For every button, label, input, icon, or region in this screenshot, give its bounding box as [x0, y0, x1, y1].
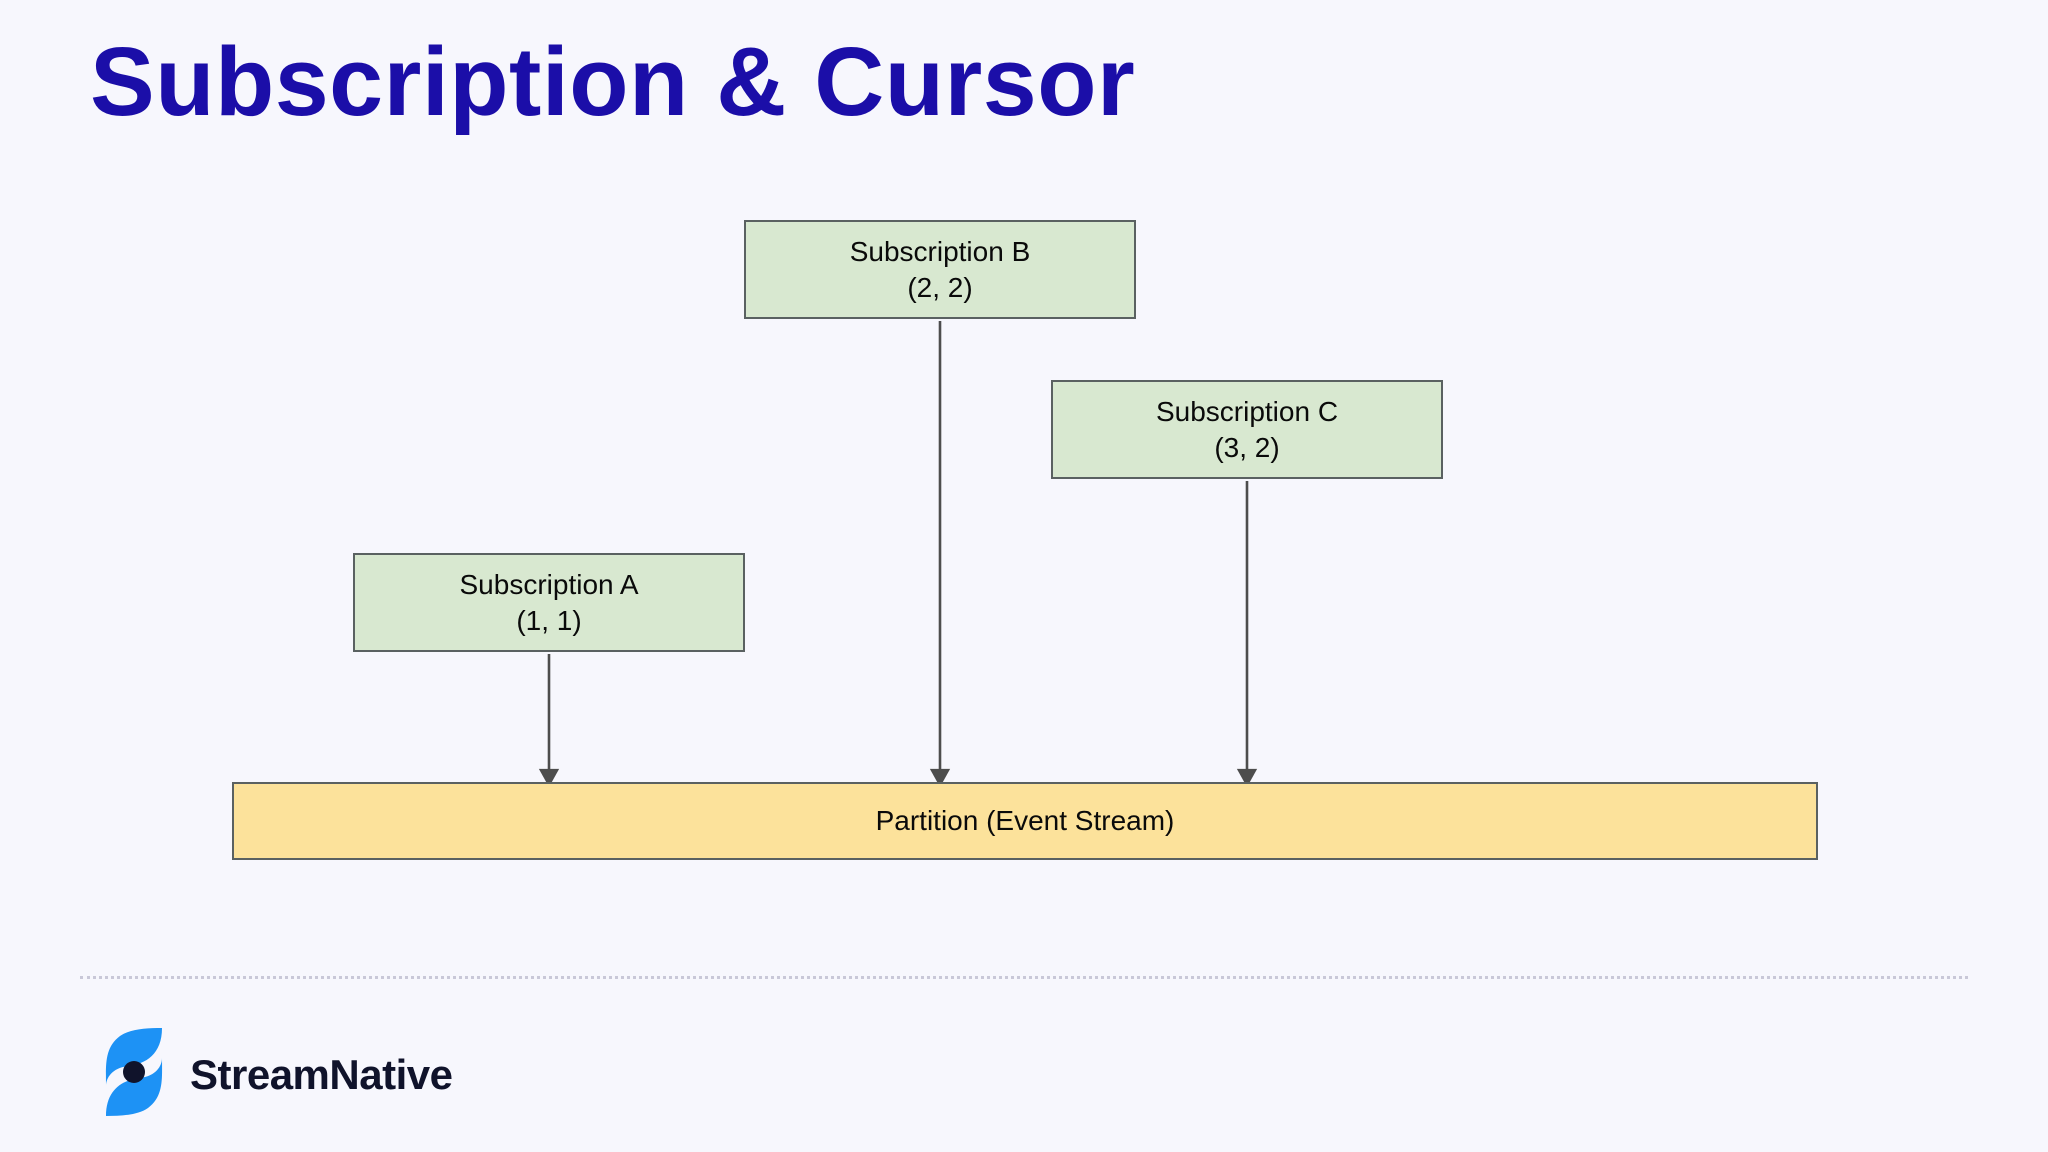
node-subscription-a-title: Subscription A [459, 568, 639, 600]
page-title: Subscription & Cursor [90, 27, 1136, 136]
node-subscription-c-title: Subscription C [1155, 395, 1339, 427]
node-subscription-a[interactable]: Subscription A (1, 1) [353, 553, 745, 652]
brand-name: StreamNative [190, 1050, 453, 1098]
node-partition-event-stream[interactable]: Partition (Event Stream) [232, 782, 1818, 860]
streamnative-logo-icon [98, 1024, 170, 1125]
node-subscription-c[interactable]: Subscription C (3, 2) [1051, 380, 1443, 479]
footer-divider [80, 976, 1968, 979]
node-subscription-c-cursor: (3, 2) [1214, 431, 1280, 463]
node-partition-label: Partition (Event Stream) [875, 805, 1175, 837]
node-subscription-b-title: Subscription B [849, 235, 1031, 267]
node-subscription-b-cursor: (2, 2) [907, 271, 973, 303]
node-subscription-b[interactable]: Subscription B (2, 2) [744, 220, 1136, 319]
node-subscription-a-cursor: (1, 1) [516, 604, 582, 636]
brand-logo: StreamNative [98, 1024, 453, 1125]
